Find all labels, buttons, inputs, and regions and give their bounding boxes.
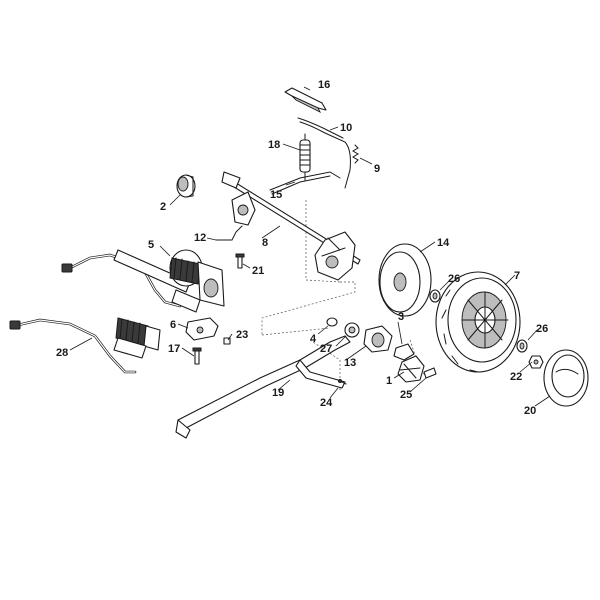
part-5-motor: [61, 249, 225, 313]
callout-8: 8: [262, 237, 268, 249]
part-4-washer: [326, 317, 338, 327]
part-17-screw: [192, 347, 202, 365]
callout-26-lower: 26: [536, 323, 548, 335]
part-18-spring: [299, 133, 311, 181]
callout-21: 21: [252, 265, 264, 277]
callout-17: 17: [168, 343, 180, 355]
callout-labels: 16 10 18 9 15 2 8 12 21 14 5 26 7 26 22 …: [56, 79, 548, 417]
callout-24: 24: [320, 397, 333, 409]
part-15-link: [269, 171, 341, 195]
callout-22: 22: [510, 371, 522, 383]
callout-14: 14: [437, 237, 450, 249]
callout-1: 1: [386, 375, 392, 387]
callout-4: 4: [310, 333, 317, 345]
part-24-pin: [337, 379, 347, 385]
gearbox-plate-left: [231, 191, 256, 226]
part-26-washer-upper: [429, 289, 441, 303]
part-19-bar: [175, 335, 351, 439]
part-10-bracket: [297, 117, 351, 189]
callout-12: 12: [194, 232, 206, 244]
callout-20: 20: [524, 405, 536, 417]
part-2-bushing: [176, 174, 196, 198]
part-20-hubcap: [543, 349, 589, 407]
part-12-pin: [215, 225, 243, 241]
part-26-washer-lower: [516, 339, 528, 353]
callout-7: 7: [514, 270, 520, 282]
part-28-motor-cable: [9, 317, 161, 374]
part-13-clutch: [363, 325, 393, 353]
part-16-lever: [284, 87, 327, 114]
callout-2: 2: [160, 201, 166, 213]
gearbox-right: [314, 231, 356, 281]
part-27-washer: [344, 322, 360, 338]
part-25-pin: [423, 367, 437, 379]
callout-13: 13: [344, 357, 356, 369]
callout-28: 28: [56, 347, 68, 359]
callout-23: 23: [236, 329, 248, 341]
leader-lines: [69, 86, 551, 407]
part-1-gear: [397, 355, 425, 383]
part-7-wheel: [435, 271, 521, 373]
callout-16: 16: [318, 79, 330, 91]
callout-6: 6: [170, 319, 176, 331]
callout-27: 27: [320, 343, 332, 355]
callout-26-upper: 26: [448, 273, 460, 285]
part-9-spring: [352, 144, 359, 164]
part-22-nut: [528, 355, 544, 369]
callout-10: 10: [340, 122, 352, 134]
callout-19: 19: [272, 387, 284, 399]
part-6-bracket: [185, 317, 219, 341]
callout-25: 25: [400, 389, 412, 401]
callout-18: 18: [268, 139, 280, 151]
part-21-screw: [235, 253, 245, 269]
callout-5: 5: [148, 239, 154, 251]
callout-3: 3: [398, 311, 404, 323]
part-3-pinion: [393, 343, 415, 361]
callout-15: 15: [270, 189, 282, 201]
part-14-hub-disc: [378, 243, 432, 317]
callout-9: 9: [374, 163, 380, 175]
